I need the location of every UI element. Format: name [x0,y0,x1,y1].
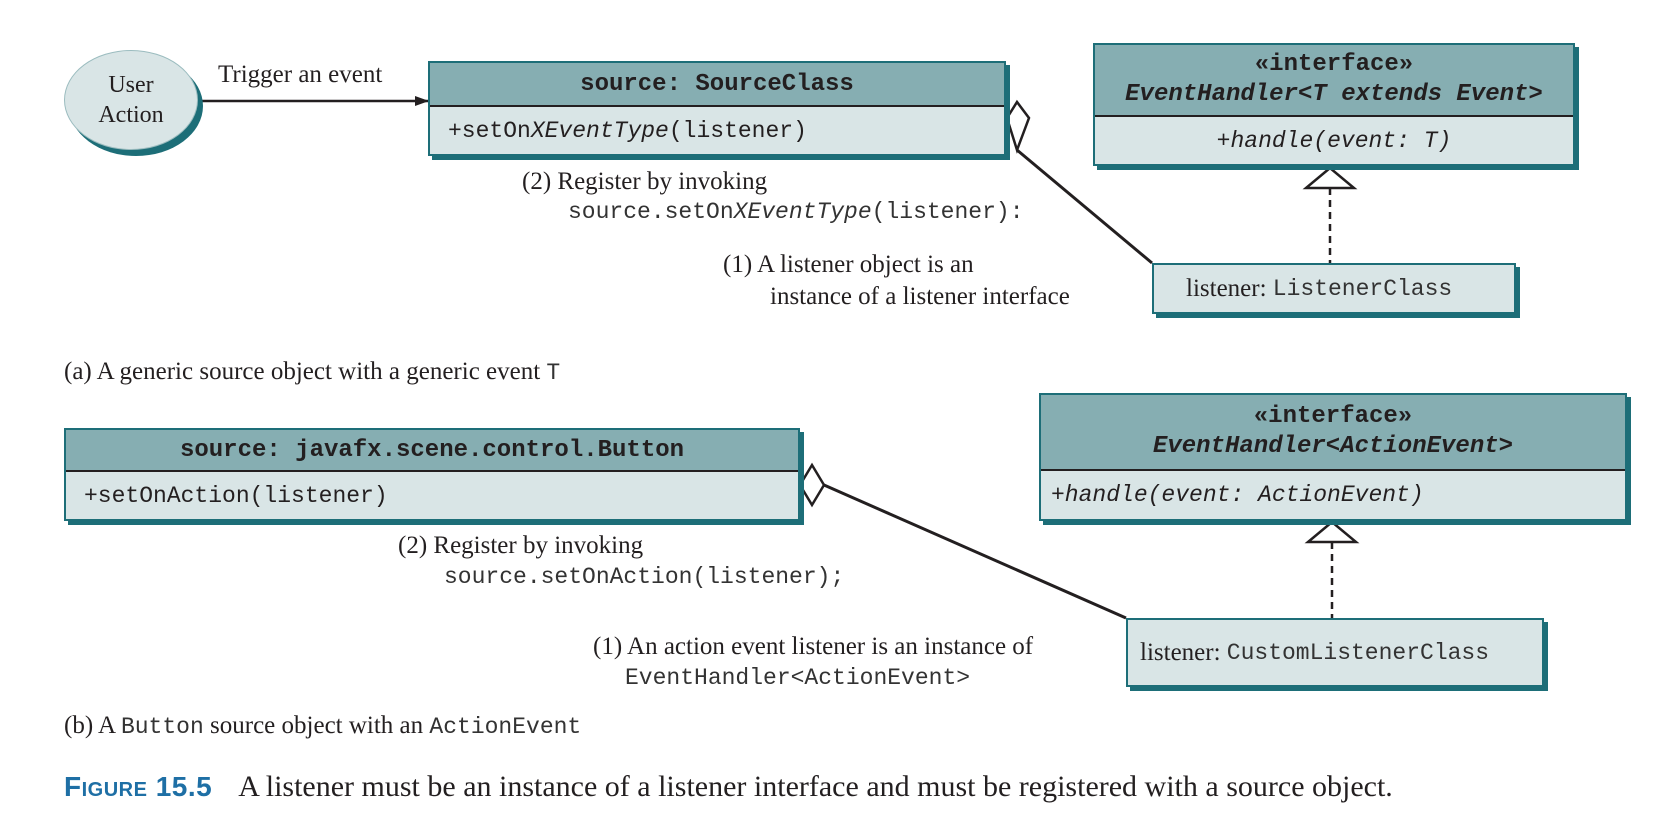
register-label-a: (2) Register by invoking [522,168,768,195]
method-suffix: (listener) [668,117,807,144]
source-box-b-title: source: javafx.scene.control.Button [66,430,798,472]
aggregation-diamond-b [798,462,826,508]
figure-caption: Figure 15.5 A listener must be an instan… [64,770,1393,804]
aggregation-line-a [1016,148,1153,265]
register-code-a-prefix: source.setOn [568,199,734,225]
listener-box-b: listener: CustomListenerClass [1126,618,1544,687]
listener-note-b-line1: (1) An action event listener is an insta… [593,633,1034,660]
source-box-b-method: +setOnAction(listener) [84,482,388,509]
caption-b-code2: ActionEvent [429,714,582,740]
interface-box-a-head: «interface» EventHandler<T extends Event… [1095,45,1573,117]
figure-label: Figure 15.5 [64,771,213,802]
caption-a-code: T [546,360,561,386]
listener-note-a-line1: (1) A listener object is an [723,251,974,278]
user-action-ellipse: User Action [64,50,198,150]
interface-b-method: +handle(event: ActionEvent) [1051,482,1424,508]
source-box-a-title: source: SourceClass [430,63,1004,107]
register-code-b: source.setOnAction(listener); [444,564,845,590]
caption-b-prefix: (b) A [64,712,121,739]
caption-a-text: (a) A generic source object with a gener… [64,358,547,385]
method-prefix: +setOn [448,117,531,144]
user-action-line2: Action [98,102,164,128]
interface-box-b: «interface» EventHandler<ActionEvent> +h… [1039,393,1627,521]
user-action-line1: User [108,72,154,98]
interface-box-b-head: «interface» EventHandler<ActionEvent> [1041,395,1625,471]
caption-b: (b) A Button source object with an Actio… [64,711,581,742]
listener-note-b-line2: EventHandler<ActionEvent> [625,665,971,691]
register-label-b: (2) Register by invoking [398,532,644,559]
interface-box-a: «interface» EventHandler<T extends Event… [1093,43,1575,166]
register-code-a-suffix: (listener): [871,199,1024,225]
aggregation-diamond-a [1005,99,1031,154]
listener-b-label: listener: [1140,638,1227,666]
listener-box-a: listener: ListenerClass [1152,263,1516,314]
listener-b-class: CustomListenerClass [1226,639,1490,666]
caption-b-middle: source object with an [203,712,430,739]
method-italic: XEventType [530,117,669,144]
figure-text: A listener must be an instance of a list… [238,770,1393,803]
caption-a: (a) A generic source object with a gener… [64,357,560,388]
listener-note-a-line2: instance of a listener interface [770,283,1070,310]
interface-a-name: EventHandler<T extends Event> [1125,81,1543,108]
trigger-label: Trigger an event [218,61,383,88]
source-box-b: source: javafx.scene.control.Button +set… [64,428,800,521]
register-code-a: source.setOnXEventType(listener): [568,199,1024,225]
interface-a-stereotype: «interface» [1254,51,1414,78]
register-code-a-italic: XEventType [733,199,872,225]
listener-a-class: ListenerClass [1272,275,1453,302]
realization-triangle-a [1302,166,1358,190]
realization-triangle-b [1304,520,1360,544]
interface-b-stereotype: «interface» [1253,403,1413,430]
interface-b-name: EventHandler<ActionEvent> [1152,433,1514,460]
aggregation-line-b [823,483,1127,620]
listener-a-label: listener: [1186,274,1273,302]
caption-b-code1: Button [120,714,204,740]
interface-a-method: +handle(event: T) [1216,127,1452,154]
